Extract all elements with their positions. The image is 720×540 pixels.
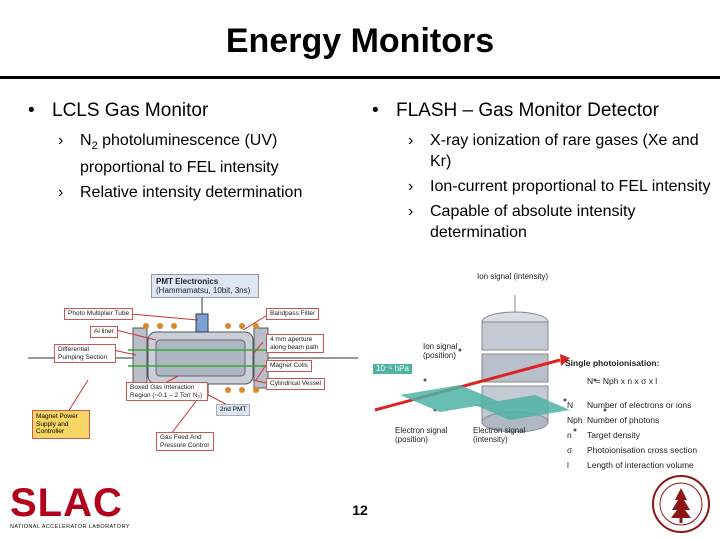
def-symbol: Nph (567, 415, 583, 425)
beam-arrow-head (560, 354, 570, 366)
lcls-gas-monitor-diagram: PMT Electronics (Hammamatsu, 10bit, 3ns)… (28, 270, 358, 465)
def-text: Number of electrons or ions (587, 400, 692, 410)
flash-diagram-graphic (374, 295, 607, 433)
n2-symbol: N (80, 132, 92, 149)
slac-logo-subtitle: NATIONAL ACCELERATOR LABORATORY (10, 524, 130, 530)
right-heading: FLASH – Gas Monitor Detector (396, 100, 659, 121)
def-text: Target density (587, 430, 640, 440)
def-text: Photoionisation cross section (587, 445, 698, 455)
def-symbol: σ (567, 445, 573, 455)
left-bullet: • LCLS Gas Monitor (28, 100, 348, 122)
pmt-electronics-label: PMT Electronics (Hammamatsu, 10bit, 3ns) (151, 274, 259, 298)
right-sub-item-3-text: Capable of absolute intensity determinat… (430, 203, 636, 241)
electron-signal-position-label: Electron signal (position) (395, 426, 448, 444)
formula: N = Nph x n x σ x l (587, 376, 658, 386)
second-pmt-label: 2nd PMT (216, 404, 251, 416)
definition-row: l Length of interaction volume (567, 460, 694, 470)
def-text: Number of photons (587, 415, 660, 425)
left-sub-item-1: › N2 photoluminescence (UV) proportional… (58, 130, 348, 178)
bullet-dot: • (28, 100, 35, 121)
definition-row: Nph Number of photons (567, 415, 659, 425)
left-sub-item-2: › Relative intensity determination (58, 182, 348, 203)
right-sub-item-1-text: X-ray ionization of rare gases (Xe and K… (430, 132, 699, 170)
right-bullet: • FLASH – Gas Monitor Detector (372, 100, 712, 122)
pmt-subtitle: (Hammamatsu, 10bit, 3ns) (156, 286, 251, 295)
gas-feed-label: Gas Feed And Pressure Control (156, 432, 214, 451)
magnet-coils-label: Magnet Coils (266, 360, 312, 372)
chevron-right-icon: › (408, 203, 414, 220)
page-number: 12 (352, 502, 368, 518)
beam-arrow-line (374, 358, 561, 412)
cylindrical-vessel-label: Cylindrical Vessel (266, 378, 325, 390)
flash-gmd-diagram: Ion signal (intensity) Ion signal (posit… (365, 270, 710, 470)
definition-row: σ Photoionisation cross section (567, 445, 697, 455)
photo-tube-label: Photo Multiplier Tube (64, 308, 134, 320)
al-liner-label: Al liner (90, 326, 118, 338)
n2-description: photoluminescence (UV) proportional to F… (80, 132, 279, 177)
left-sub-item-2-text: Relative intensity determination (80, 184, 303, 202)
slac-logo: SLAC NATIONAL ACCELERATOR LABORATORY (10, 481, 135, 530)
single-photoionisation-label: Single photoionisation: (565, 358, 660, 368)
def-text: Length of interaction volume (587, 460, 694, 470)
ion-signal-intensity-label: Ion signal (intensity) (477, 272, 549, 281)
ion-plate (475, 395, 570, 420)
diff-pump-label: Differential Pumping Section (54, 344, 116, 363)
slac-logo-word: SLAC (10, 481, 123, 525)
pressure-label: 10⁻⁵ hPa (373, 364, 412, 374)
right-flange (253, 327, 269, 389)
def-symbol: n (567, 430, 572, 440)
right-sub-item-2-text: Ion-current proportional to FEL intensit… (430, 178, 711, 195)
right-column: • FLASH – Gas Monitor Detector › X-ray i… (372, 100, 712, 247)
definition-row: N Number of electrons or ions (567, 400, 691, 410)
left-heading: LCLS Gas Monitor (52, 100, 209, 121)
interaction-region-shape (155, 339, 246, 377)
cylinder-upper (481, 321, 549, 351)
title-rule (0, 76, 720, 79)
magnet-power-label: Magnet Power Supply and Controller (32, 410, 90, 439)
pmt-title: PMT Electronics (156, 277, 219, 286)
bullet-dot: • (372, 100, 379, 121)
def-symbol: l (567, 460, 569, 470)
chevron-right-icon: › (408, 132, 414, 149)
chevron-right-icon: › (58, 132, 64, 149)
boxed-gas-label: Boxed Gas Interaction Region (~0.1 – 2 T… (126, 382, 208, 401)
chevron-right-icon: › (408, 178, 414, 195)
electron-plate (400, 385, 500, 412)
stanford-seal-icon (652, 475, 710, 533)
right-sub-item-3: › Capable of absolute intensity determin… (408, 201, 712, 243)
definition-row: n Target density (567, 430, 640, 440)
slide-title: Energy Monitors (225, 22, 495, 60)
left-column: • LCLS Gas Monitor › N2 photoluminescenc… (28, 100, 348, 207)
bandpass-label: Bandpass Filter (266, 308, 320, 320)
right-sub-item-1: › X-ray ionization of rare gases (Xe and… (408, 130, 712, 172)
left-sub-item-1-text: N2 photoluminescence (UV) proportional t… (80, 130, 348, 178)
aperture-label: 4 mm aperture along beam path (266, 334, 324, 353)
def-symbol: N (567, 400, 574, 410)
top-pmt-shape (195, 313, 209, 333)
right-sub-item-2: › Ion-current proportional to FEL intens… (408, 176, 712, 197)
ion-signal-position-label: Ion signal (position) (423, 342, 458, 360)
electron-signal-intensity-label: Electron signal (intensity) (473, 426, 526, 444)
chevron-right-icon: › (58, 184, 64, 202)
n2-subscript: 2 (91, 140, 98, 153)
